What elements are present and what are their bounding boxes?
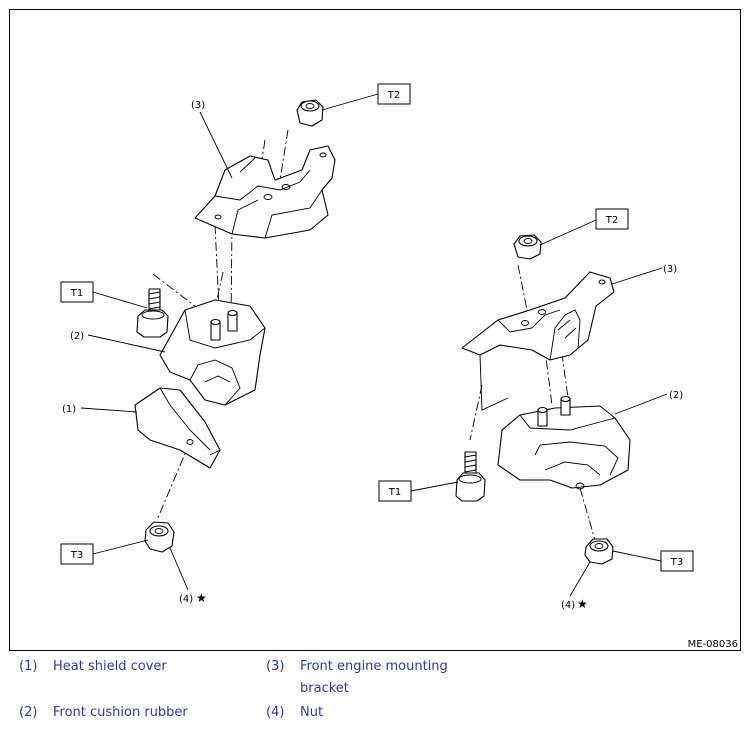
heat-shield-cover-left (134, 387, 221, 469)
cushion-rubber-right (497, 395, 631, 490)
mounting-bracket-right (461, 271, 615, 411)
label-t1-right: T1 (388, 487, 401, 498)
nut-t3-left (144, 521, 175, 553)
label-p2-right: (2) (669, 390, 683, 401)
nut-t2-right (513, 234, 542, 260)
figure-code: ME-08036 (688, 639, 738, 650)
label-p3-left: (3) (191, 100, 205, 111)
legend-num: (2) (19, 705, 38, 720)
label-t2-left: T2 (387, 90, 400, 101)
label-p3-right: (3) (663, 264, 677, 275)
left-view: T2 T1 T3 (3) (2) (1) (4) ★ (60, 83, 411, 605)
legend-num: (4) (266, 705, 285, 720)
legend-text: Heat shield cover (53, 659, 167, 674)
label-box-t2-right (595, 208, 629, 230)
legend-text: Front cushion rubber (53, 705, 188, 720)
label-p4-right: (4) (561, 600, 575, 611)
bolt-t1-right (455, 451, 486, 502)
label-t2-right: T2 (605, 215, 618, 226)
cushion-rubber-left (159, 299, 266, 406)
legend-text: Nut (300, 705, 324, 720)
exploded-diagram: T2 T1 T3 (3) (2) (1) (4) ★ (9, 9, 741, 651)
legend-num: (3) (266, 659, 285, 674)
label-t3-left: T3 (70, 550, 83, 561)
diagram-canvas: T2 T1 T3 (3) (2) (1) (4) ★ (60, 83, 738, 650)
nut-t3-right (584, 538, 614, 565)
mounting-bracket-left (194, 145, 336, 239)
label-p4-left: (4) (179, 594, 193, 605)
label-p1-left: (1) (62, 404, 76, 415)
right-view: T2 (3) (2) T1 T3 (4) ★ (378, 208, 694, 611)
label-p2-left: (2) (70, 331, 84, 342)
label-t1-left: T1 (70, 288, 83, 299)
legend-num: (1) (19, 659, 38, 674)
nut-t2-left (296, 99, 324, 127)
bolt-t1-left (136, 288, 169, 338)
star-icon-left: ★ (196, 591, 207, 605)
label-t3-right: T3 (670, 557, 683, 568)
star-icon-right: ★ (577, 597, 588, 611)
legend-text: Front engine mounting bracket (300, 659, 448, 696)
